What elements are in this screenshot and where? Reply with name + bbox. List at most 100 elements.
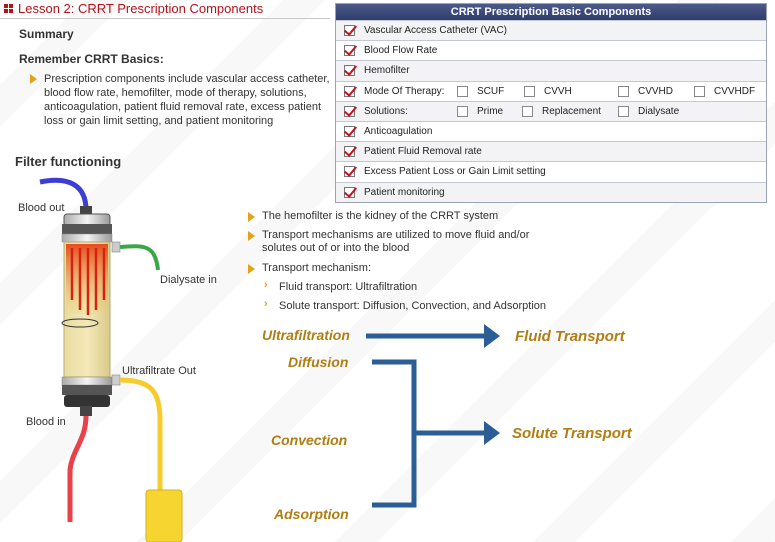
dialysate-port bbox=[111, 241, 121, 253]
table-row: Anticoagulation bbox=[336, 120, 766, 141]
filter-functioning-title: Filter functioning bbox=[15, 154, 122, 169]
row-checkbox[interactable] bbox=[344, 146, 355, 158]
bullet-text: The hemofilter is the kidney of the CRRT… bbox=[262, 210, 499, 222]
table-title: CRRT Prescription Basic Components bbox=[336, 4, 766, 20]
bullet-arrow-icon bbox=[248, 264, 255, 274]
filter-fibers bbox=[70, 248, 106, 315]
top-port bbox=[80, 206, 92, 216]
summary-bullet-text: Prescription components include vascular… bbox=[44, 73, 330, 127]
option-checkbox[interactable] bbox=[522, 105, 533, 117]
option-label: Dialysate bbox=[638, 105, 680, 117]
blood-out-tube bbox=[39, 177, 89, 211]
bullet-arrow-icon bbox=[248, 231, 255, 241]
table-row: Mode Of Therapy: SCUF CVVH CVVHD CVVHDF bbox=[336, 80, 766, 101]
table-row: Patient monitoring bbox=[336, 181, 766, 202]
ultrafiltrate-tube bbox=[119, 377, 163, 492]
label-dialysate-in: Dialysate in bbox=[160, 274, 217, 286]
option-cvvhdf[interactable]: CVVHDF bbox=[694, 85, 756, 97]
option-cvvhd[interactable]: CVVHD bbox=[618, 85, 674, 97]
bullet-arrow-icon bbox=[30, 74, 37, 84]
lesson-title: Lesson 2: CRRT Prescription Components bbox=[4, 1, 263, 16]
bullet-text: Transport mechanism: bbox=[262, 262, 372, 274]
option-label: CVVHD bbox=[638, 85, 674, 97]
label-diffusion: Diffusion bbox=[288, 354, 349, 370]
option-dialysate[interactable]: Dialysate bbox=[618, 105, 680, 117]
top-ring bbox=[61, 233, 113, 243]
remember-heading: Remember CRRT Basics: bbox=[19, 52, 164, 66]
row-checkbox[interactable] bbox=[344, 105, 355, 117]
label-ultrafiltrate-out: Ultrafiltrate Out bbox=[122, 365, 196, 377]
ultrafiltrate-bag bbox=[145, 489, 183, 542]
option-label: Replacement bbox=[542, 105, 601, 117]
option-checkbox[interactable] bbox=[457, 105, 468, 117]
table-row: Excess Patient Loss or Gain Limit settin… bbox=[336, 161, 766, 181]
sub-bullet-solute: Solute transport: Diffusion, Convection,… bbox=[279, 300, 547, 312]
bottom-ring bbox=[61, 376, 113, 386]
bottom-port bbox=[80, 406, 92, 416]
bottom-cap bbox=[64, 395, 110, 407]
option-cvvh[interactable]: CVVH bbox=[524, 85, 572, 97]
row-label: Mode Of Therapy: bbox=[364, 85, 445, 97]
label-fluid-transport: Fluid Transport bbox=[515, 328, 625, 345]
option-scuf[interactable]: SCUF bbox=[457, 85, 505, 97]
lesson-title-text: Lesson 2: CRRT Prescription Components bbox=[18, 1, 264, 16]
row-label: Hemofilter bbox=[364, 65, 410, 77]
option-label: CVVHDF bbox=[714, 85, 756, 97]
label-convection: Convection bbox=[271, 432, 348, 448]
solute-arrow-head bbox=[484, 421, 500, 445]
row-label: Excess Patient Loss or Gain Limit settin… bbox=[364, 166, 546, 178]
option-checkbox[interactable] bbox=[694, 85, 705, 97]
chevron-right-icon: › bbox=[264, 298, 268, 310]
bullet-arrow-icon bbox=[248, 212, 255, 222]
option-replacement[interactable]: Replacement bbox=[522, 105, 601, 117]
blood-in-tube bbox=[67, 415, 89, 522]
label-ultrafiltration: Ultrafiltration bbox=[262, 327, 350, 343]
option-label: SCUF bbox=[477, 85, 505, 97]
label-solute-transport: Solute Transport bbox=[512, 425, 632, 442]
summary-bullet: Prescription components include vascular… bbox=[30, 72, 330, 128]
bottom-collar bbox=[62, 385, 112, 395]
row-label: Patient Fluid Removal rate bbox=[364, 146, 482, 158]
filter-band bbox=[61, 318, 99, 328]
ultrafiltrate-port bbox=[111, 374, 121, 386]
label-adsorption: Adsorption bbox=[274, 506, 349, 522]
row-checkbox[interactable] bbox=[344, 166, 355, 178]
bullet-hemofilter: The hemofilter is the kidney of the CRRT… bbox=[248, 210, 562, 223]
row-label: Solutions: bbox=[364, 105, 408, 117]
table-row: Blood Flow Rate bbox=[336, 40, 766, 60]
bullet-text: Transport mechanisms are utilized to mov… bbox=[262, 229, 530, 254]
prescription-components-table: CRRT Prescription Basic Components Vascu… bbox=[335, 3, 767, 203]
top-collar bbox=[62, 224, 112, 234]
option-label: CVVH bbox=[544, 85, 572, 97]
row-checkbox[interactable] bbox=[344, 25, 355, 37]
row-label: Vascular Access Catheter (VAC) bbox=[364, 25, 508, 37]
option-checkbox[interactable] bbox=[618, 85, 629, 97]
grid-icon bbox=[4, 4, 13, 13]
solute-bracket bbox=[372, 359, 417, 508]
fluid-arrow-head bbox=[484, 324, 500, 348]
option-prime[interactable]: Prime bbox=[457, 105, 504, 117]
option-checkbox[interactable] bbox=[524, 85, 535, 97]
row-label: Blood Flow Rate bbox=[364, 45, 438, 57]
bullet-transport-mechanisms: Transport mechanisms are utilized to mov… bbox=[248, 229, 547, 255]
option-label: Prime bbox=[477, 105, 504, 117]
row-checkbox[interactable] bbox=[344, 45, 355, 57]
option-checkbox[interactable] bbox=[457, 85, 468, 97]
chevron-right-icon: › bbox=[264, 279, 268, 291]
label-blood-in: Blood in bbox=[26, 416, 66, 428]
row-checkbox[interactable] bbox=[344, 85, 355, 97]
dialysate-tube bbox=[119, 244, 160, 271]
sub-bullet-fluid: Fluid transport: Ultrafiltration bbox=[279, 281, 418, 293]
row-checkbox[interactable] bbox=[344, 65, 355, 77]
row-checkbox[interactable] bbox=[344, 126, 355, 138]
bullet-transport-mechanism: Transport mechanism: bbox=[248, 262, 562, 275]
row-checkbox[interactable] bbox=[344, 186, 355, 198]
table-row: Patient Fluid Removal rate bbox=[336, 141, 766, 162]
option-checkbox[interactable] bbox=[618, 105, 629, 117]
summary-heading: Summary bbox=[19, 27, 74, 41]
table-row: Solutions: Prime Replacement Dialysate bbox=[336, 100, 766, 121]
row-label: Anticoagulation bbox=[364, 126, 433, 138]
table-row: Hemofilter bbox=[336, 60, 766, 81]
label-blood-out: Blood out bbox=[18, 202, 65, 214]
